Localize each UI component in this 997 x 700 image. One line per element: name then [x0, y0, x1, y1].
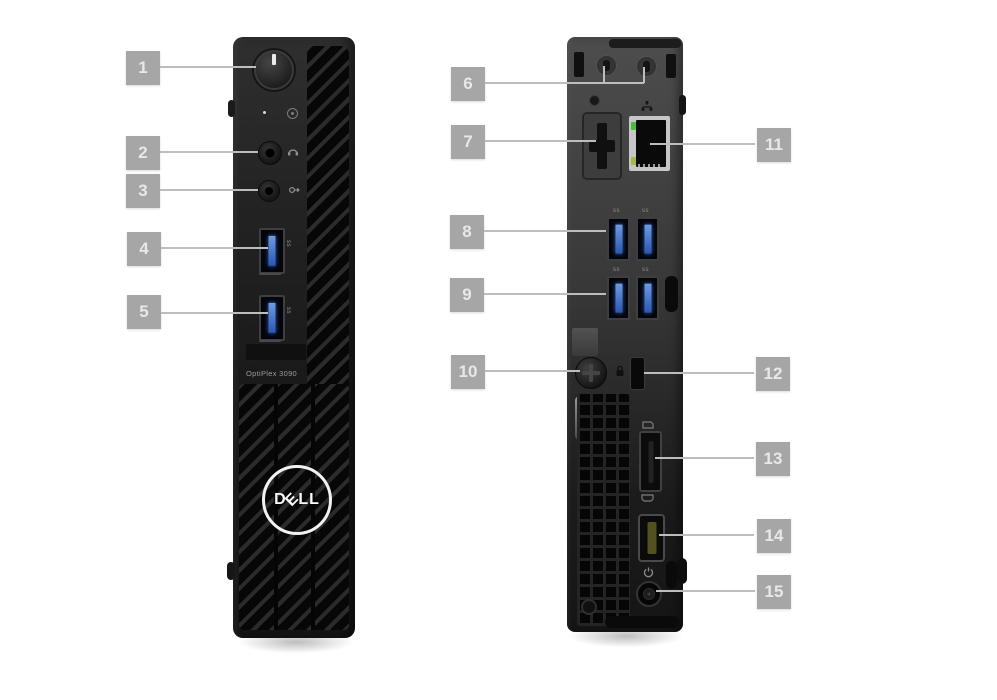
port-lip: [259, 273, 281, 275]
callout-14-hdmi: 14: [757, 519, 791, 553]
callout-line-9: [484, 293, 606, 295]
cable-slot: [666, 561, 677, 589]
usb-port-rear-3[interactable]: [607, 276, 630, 320]
callout-8-usb-row1: 8: [450, 215, 484, 249]
expansion-slot-cover[interactable]: [582, 112, 622, 180]
usb-port-rear-1[interactable]: [607, 217, 630, 261]
callout-3-line-out-jack: 3: [126, 174, 160, 208]
back-tower: ss ss ss ss: [567, 37, 687, 632]
callout-line-12: [644, 372, 754, 374]
callout-line-4: [161, 247, 268, 249]
side-foot-bump: [677, 558, 687, 584]
callout-line-1: [160, 66, 256, 68]
thumbscrew[interactable]: [575, 357, 607, 389]
callout-6-antenna: 6: [451, 67, 485, 101]
power-button-notch-icon: [272, 54, 276, 65]
usb-port-front-1[interactable]: [259, 228, 285, 274]
callout-7-expansion: 7: [451, 125, 485, 159]
model-label: OptiPlex 3090: [246, 369, 298, 378]
callout-13-displayport: 13: [756, 442, 790, 476]
ethernet-led-green: [631, 122, 636, 130]
top-handle-recess: [609, 39, 681, 48]
rear-vent-grid: [577, 394, 630, 626]
network-icon: [641, 101, 653, 111]
callout-5-usb-bottom: 5: [127, 295, 161, 329]
headset-jack[interactable]: [258, 141, 282, 165]
callout-line-6-tick: [643, 67, 645, 83]
front-blank-panel: [246, 344, 306, 360]
callout-line-2: [160, 151, 258, 153]
power-icon: [643, 567, 654, 578]
line-out-jack[interactable]: [258, 180, 280, 202]
storage-activity-icon: [287, 108, 298, 119]
callout-line-5: [161, 312, 268, 314]
callout-line-11: [650, 143, 755, 145]
security-lock-slot[interactable]: [630, 357, 645, 390]
cable-slot: [665, 276, 678, 312]
thumbscrew-post: [572, 328, 598, 356]
callout-line-3: [160, 189, 258, 191]
usb-ss-icon: ss: [613, 208, 620, 214]
callout-1-power-button: 1: [126, 51, 160, 85]
callout-line-13: [655, 457, 754, 459]
usb-port-front-2[interactable]: [259, 295, 285, 341]
headset-icon: [288, 149, 298, 156]
usb-ss-icon: ss: [642, 267, 649, 273]
dell-logo-letter: D: [274, 491, 287, 508]
chassis-slot: [666, 54, 676, 78]
displayport[interactable]: [639, 431, 662, 492]
callout-line-6-tick: [603, 66, 605, 83]
dell-logo-letters: LL: [298, 491, 320, 508]
usb-ss-icon: ss: [285, 240, 291, 247]
callout-line-8: [484, 230, 606, 232]
port-lip: [259, 340, 281, 342]
callout-line-10: [485, 370, 580, 372]
callout-line-6: [485, 82, 644, 84]
callout-9-usb-row2: 9: [450, 278, 484, 312]
callout-4-usb-top: 4: [127, 232, 161, 266]
power-connector[interactable]: [636, 581, 662, 607]
side-foot-bump: [679, 95, 686, 115]
padlock-icon: [616, 365, 624, 376]
usb-port-rear-2[interactable]: [636, 217, 659, 261]
hdmi-icon: [641, 494, 654, 502]
side-foot-bump: [228, 100, 235, 117]
screw-hole: [589, 95, 600, 106]
callout-11-ethernet: 11: [757, 128, 791, 162]
usb-ss-icon: ss: [613, 267, 620, 273]
callout-line-15: [656, 590, 755, 592]
line-out-icon: [288, 186, 300, 194]
bottom-foot-recess: [605, 616, 679, 628]
power-led: [263, 111, 266, 114]
callout-12-lock-slot: 12: [756, 357, 790, 391]
callout-line-14: [659, 534, 754, 536]
callout-10-thumbscrew: 10: [451, 355, 485, 389]
power-button[interactable]: [254, 50, 294, 90]
antenna-connector-2[interactable]: [636, 56, 657, 77]
usb-ss-icon: ss: [642, 208, 649, 214]
usb-port-rear-4[interactable]: [636, 276, 659, 320]
callout-15-power: 15: [757, 575, 791, 609]
callout-2-headset-jack: 2: [126, 136, 160, 170]
hdmi-port[interactable]: [638, 514, 665, 562]
ethernet-led-amber: [631, 157, 636, 165]
usb-ss-icon: ss: [285, 307, 291, 314]
antenna-connector-1[interactable]: [596, 55, 617, 76]
side-foot-bump: [227, 562, 235, 580]
displayport-icon: [642, 421, 654, 429]
screw-hole: [581, 599, 597, 615]
chassis-slot: [574, 52, 584, 77]
callout-line-7: [485, 140, 596, 142]
